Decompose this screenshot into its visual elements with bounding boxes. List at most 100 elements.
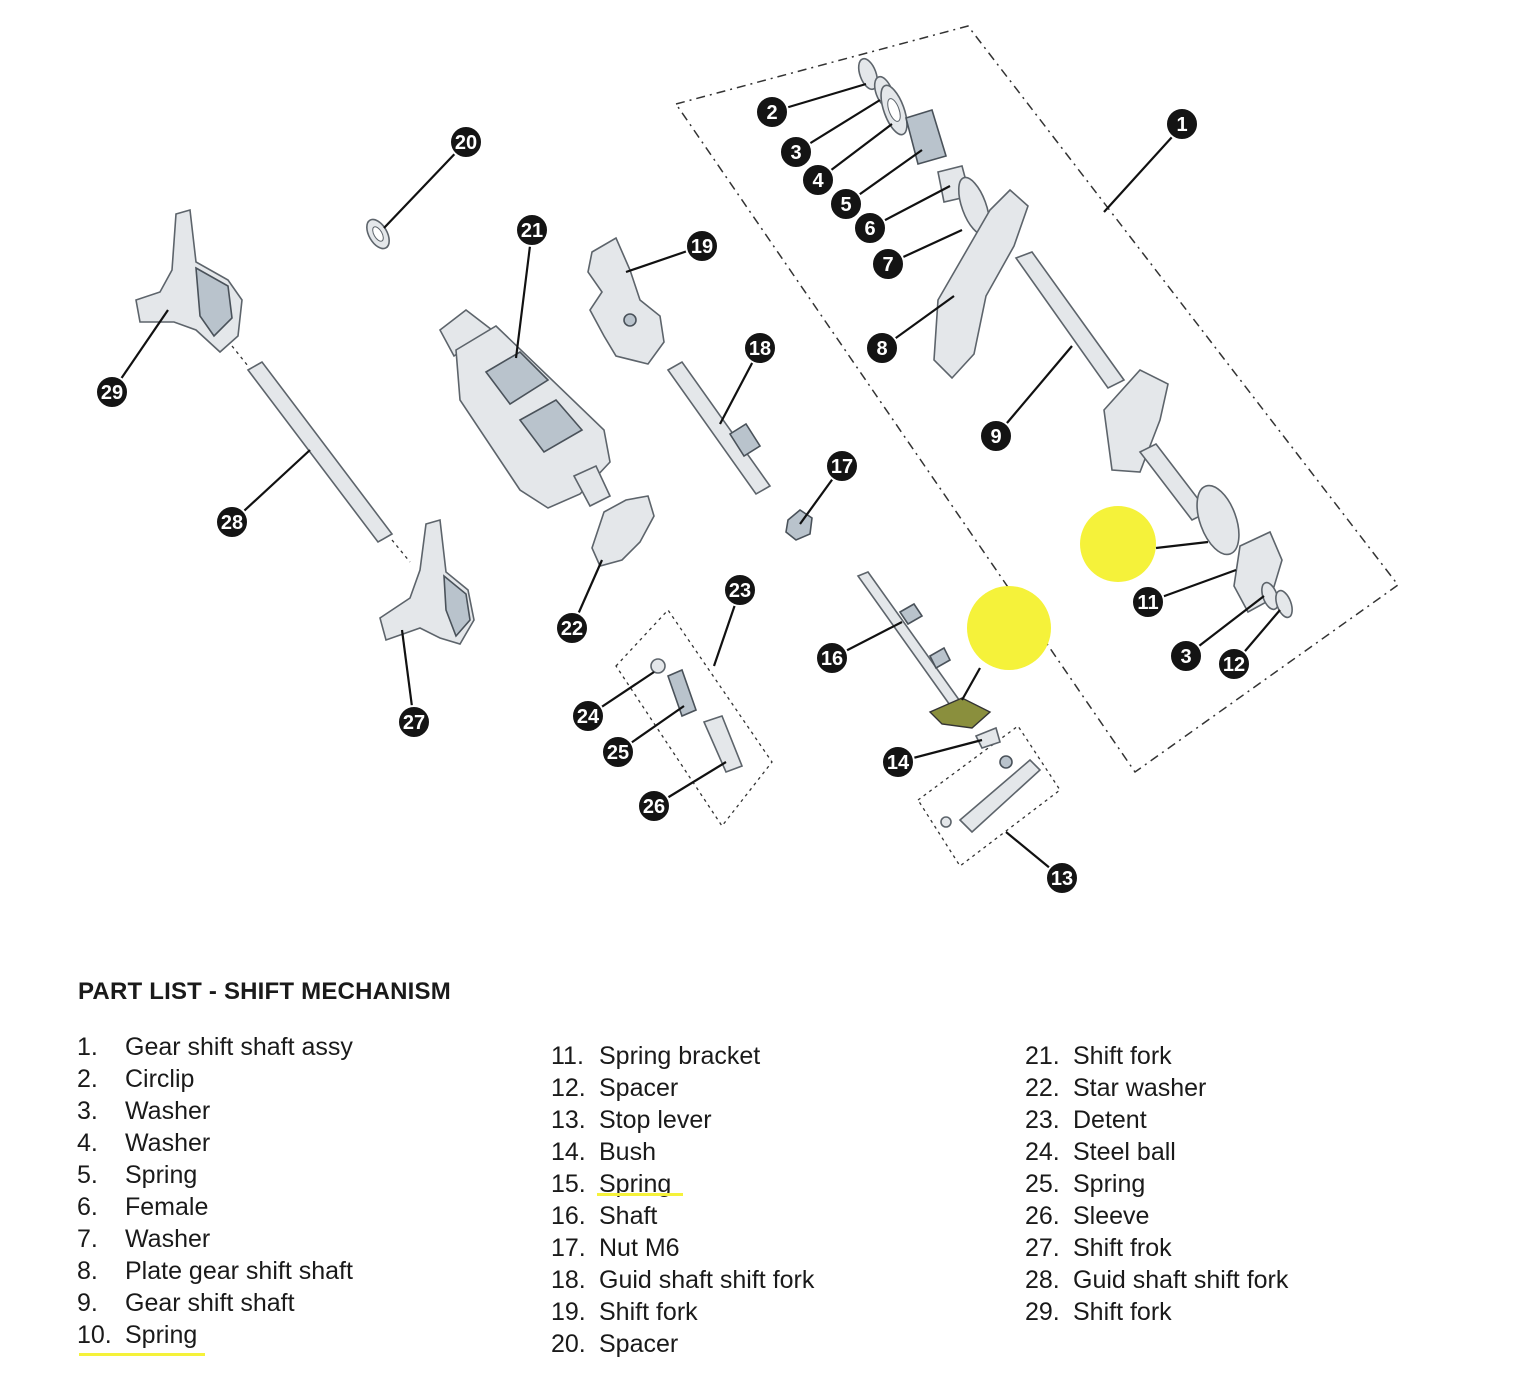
svg-text:18: 18 [749,338,771,360]
svg-text:28: 28 [221,512,243,534]
svg-text:29: 29 [101,382,123,404]
svg-text:11: 11 [1137,592,1158,614]
callout-24: 24 [571,699,605,733]
stop-lever-13-boundary [917,725,1061,867]
list-item: 11.Spring bracket [551,1042,761,1070]
exploded-diagram: 1 2 3 4 5 6 7 8 9 11 3 12 13 14 16 17 18… [95,25,1400,895]
svg-text:7: 7 [882,254,893,276]
callout-18: 18 [743,331,777,365]
list-item: 9.Gear shift shaft [77,1289,295,1317]
callout-4: 4 [801,163,835,197]
list-item: 26.Sleeve [1025,1202,1150,1230]
list-item: 23.Detent [1025,1106,1147,1134]
highlight-underline-10 [79,1353,205,1356]
svg-text:9: 9 [990,426,1001,448]
callout-5: 5 [829,187,863,221]
svg-text:4: 4 [812,170,824,192]
svg-text:25: 25 [607,742,629,764]
list-item: 14.Bush [551,1138,656,1166]
list-item: 21.Shift fork [1025,1042,1172,1070]
callout-27: 27 [397,705,431,739]
parts-list-title: PART LIST - SHIFT MECHANISM [78,978,451,1005]
callout-16: 16 [815,641,849,675]
callout-2: 2 [755,95,789,129]
callout-1: 1 [1165,107,1199,141]
parts-list-column-3: 21.Shift fork 22.Star washer 23.Detent 2… [1025,1040,1289,1328]
callout-6: 6 [853,211,887,245]
shift-fork-19 [587,236,665,365]
shift-drum-21 [438,308,612,509]
callout-21: 21 [515,213,549,247]
svg-text:1: 1 [1176,114,1187,136]
list-item: 16.Shaft [551,1202,658,1230]
list-item: 24.Steel ball [1025,1138,1176,1166]
callout-26: 26 [637,789,671,823]
callout-28: 28 [215,505,249,539]
list-item: 29.Shift fork [1025,1298,1172,1326]
svg-text:22: 22 [561,618,583,640]
callout-9: 9 [979,419,1013,453]
svg-text:19: 19 [691,236,713,258]
list-item: 3.Washer [77,1097,211,1125]
callout-22: 22 [555,611,589,645]
highlight-spot-15 [967,586,1051,670]
list-item: 28.Guid shaft shift fork [1025,1266,1289,1294]
list-item: 4.Washer [77,1129,211,1157]
svg-text:17: 17 [831,456,853,478]
star-washer-22 [591,495,655,567]
callout-8: 8 [865,331,899,365]
svg-text:12: 12 [1223,654,1245,676]
callout-13: 13 [1045,861,1079,895]
svg-text:24: 24 [577,706,600,728]
list-item: 20.Spacer [551,1330,679,1358]
callout-7: 7 [871,247,905,281]
svg-text:3: 3 [790,142,801,164]
svg-text:3: 3 [1180,646,1191,668]
list-item: 7.Washer [77,1225,211,1253]
svg-text:20: 20 [455,132,477,154]
callout-12: 12 [1217,647,1251,681]
list-item: 22.Star washer [1025,1074,1207,1102]
callout-14: 14 [881,745,915,779]
parts-list-column-2: 11.Spring bracket 12.Spacer 13.Stop leve… [551,1040,814,1360]
parts-list-column-1: 1.Gear shift shaft assy 2.Circlip 3.Wash… [77,1031,353,1356]
highlight-underline-15 [597,1193,683,1196]
callout-19: 19 [685,229,719,263]
list-item: 2.Circlip [77,1065,195,1093]
svg-text:23: 23 [729,580,751,602]
detent-parts-24-26 [650,658,744,774]
callout-29: 29 [95,375,129,409]
list-item: 12.Spacer [551,1074,679,1102]
assembly-1-boundary [674,25,1400,774]
callout-11: 11 [1131,585,1165,619]
svg-text:16: 16 [821,648,843,670]
callout-3: 3 [779,135,813,169]
callout-17: 17 [825,449,859,483]
guide-shaft-18 [666,360,772,496]
detent-23-boundary [615,608,773,828]
list-item-highlighted: 15.Spring [551,1168,683,1200]
callout-3b: 3 [1169,639,1203,673]
list-item-highlighted: 10.Spring [77,1319,205,1356]
svg-text:5: 5 [840,194,851,216]
svg-text:6: 6 [864,218,875,240]
svg-text:13: 13 [1051,868,1073,890]
list-item: 6.Female [77,1193,209,1221]
list-item: 13.Stop lever [551,1106,712,1134]
list-item: 1.Gear shift shaft assy [77,1033,353,1061]
gear-shift-shaft-assembly-1 [857,57,1293,619]
list-item: 8.Plate gear shift shaft [77,1257,353,1285]
svg-text:26: 26 [643,796,665,818]
shift-fork-27 [379,518,475,645]
stop-lever-13 [940,755,1042,834]
list-item: 5.Spring [77,1161,198,1189]
list-item: 25.Spring [1025,1170,1146,1198]
list-item: 19.Shift fork [551,1298,698,1326]
guide-shaft-28 [231,345,411,563]
highlight-spot-10 [1080,506,1156,582]
svg-text:14: 14 [887,752,910,774]
list-item: 27.Shift frok [1025,1234,1172,1262]
shaft-16 [856,571,1001,749]
callout-20: 20 [449,125,483,159]
svg-text:21: 21 [521,220,543,242]
